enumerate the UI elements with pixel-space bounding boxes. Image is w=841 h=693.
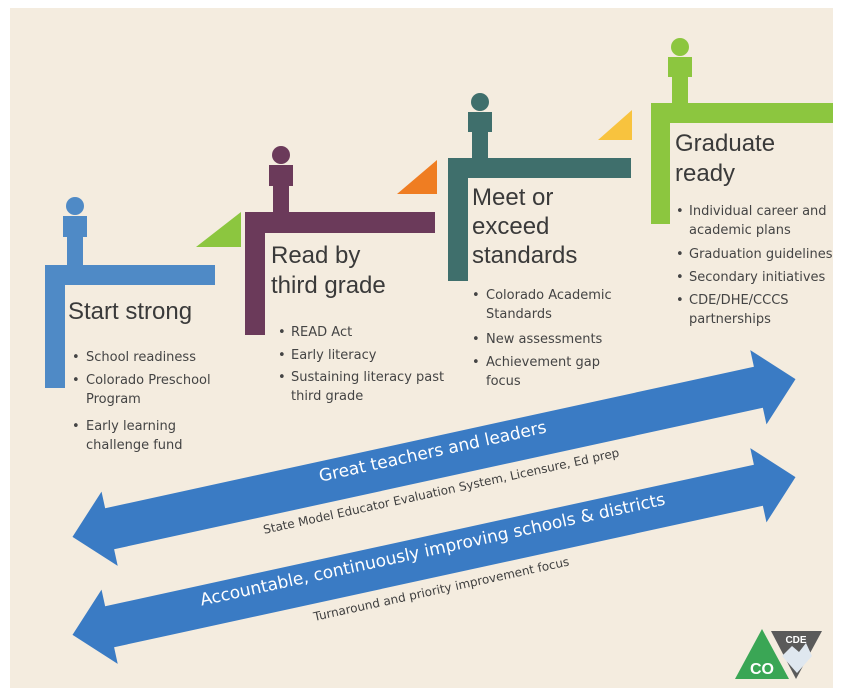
step-1-bullet-1: • <box>72 350 80 365</box>
step-4-bullet-3-text: Secondary initiatives <box>689 270 826 285</box>
step-1-bullet-2: • <box>72 373 80 388</box>
step-2-bullet-2: • <box>278 348 286 363</box>
step-2-bullet-2-text: Early literacy <box>291 348 377 363</box>
step-1-bullet-1-text: School readiness <box>86 350 196 365</box>
logo-snow-peaks <box>782 643 812 673</box>
step-3-bullet-1: • <box>472 288 480 303</box>
step-3-bullet-2: • <box>472 332 480 347</box>
step-2-bullet-3: • <box>278 370 286 385</box>
arrow-1-shape <box>72 350 796 566</box>
step-4-person-icon <box>668 38 692 103</box>
step-start-strong: Start strong • School readiness • Colora… <box>45 197 241 453</box>
step-1-title: Start strong <box>68 298 192 325</box>
step-3-bullet-2-text: New assessments <box>486 332 603 347</box>
cde-logo: CO CDE <box>735 629 822 679</box>
logo-co-text: CO <box>750 661 774 678</box>
step-2-bullet-1: • <box>278 325 286 340</box>
step-1-bracket <box>45 265 215 388</box>
step-2-bracket <box>245 212 435 335</box>
step-2-bullets: • READ Act • Early literacy • Sustaining… <box>278 325 444 404</box>
step-4-bullet-2-text: Graduation guidelines <box>689 247 833 262</box>
step-1-flag <box>196 212 241 247</box>
step-4-bullet-1: • <box>676 204 684 219</box>
step-4-bullet-4: • <box>676 293 684 308</box>
step-2-flag <box>397 160 437 194</box>
step-4-bullet-2: • <box>676 247 684 262</box>
step-4-bullet-3: • <box>676 270 684 285</box>
step-3-flag <box>598 110 632 140</box>
step-1-person-icon <box>63 197 87 265</box>
step-2-person-icon <box>269 146 293 212</box>
logo-cde-text: CDE <box>785 635 806 646</box>
step-3-bracket <box>448 158 631 281</box>
step-4-bracket <box>651 103 833 224</box>
step-3-person-icon <box>468 93 492 158</box>
step-1-bullet-3: • <box>72 419 80 434</box>
logo-green-mountain <box>735 629 789 679</box>
step-3-bullet-3: • <box>472 355 480 370</box>
step-2-bullet-1-text: READ Act <box>291 325 352 340</box>
arrow-2-shape <box>72 448 796 664</box>
